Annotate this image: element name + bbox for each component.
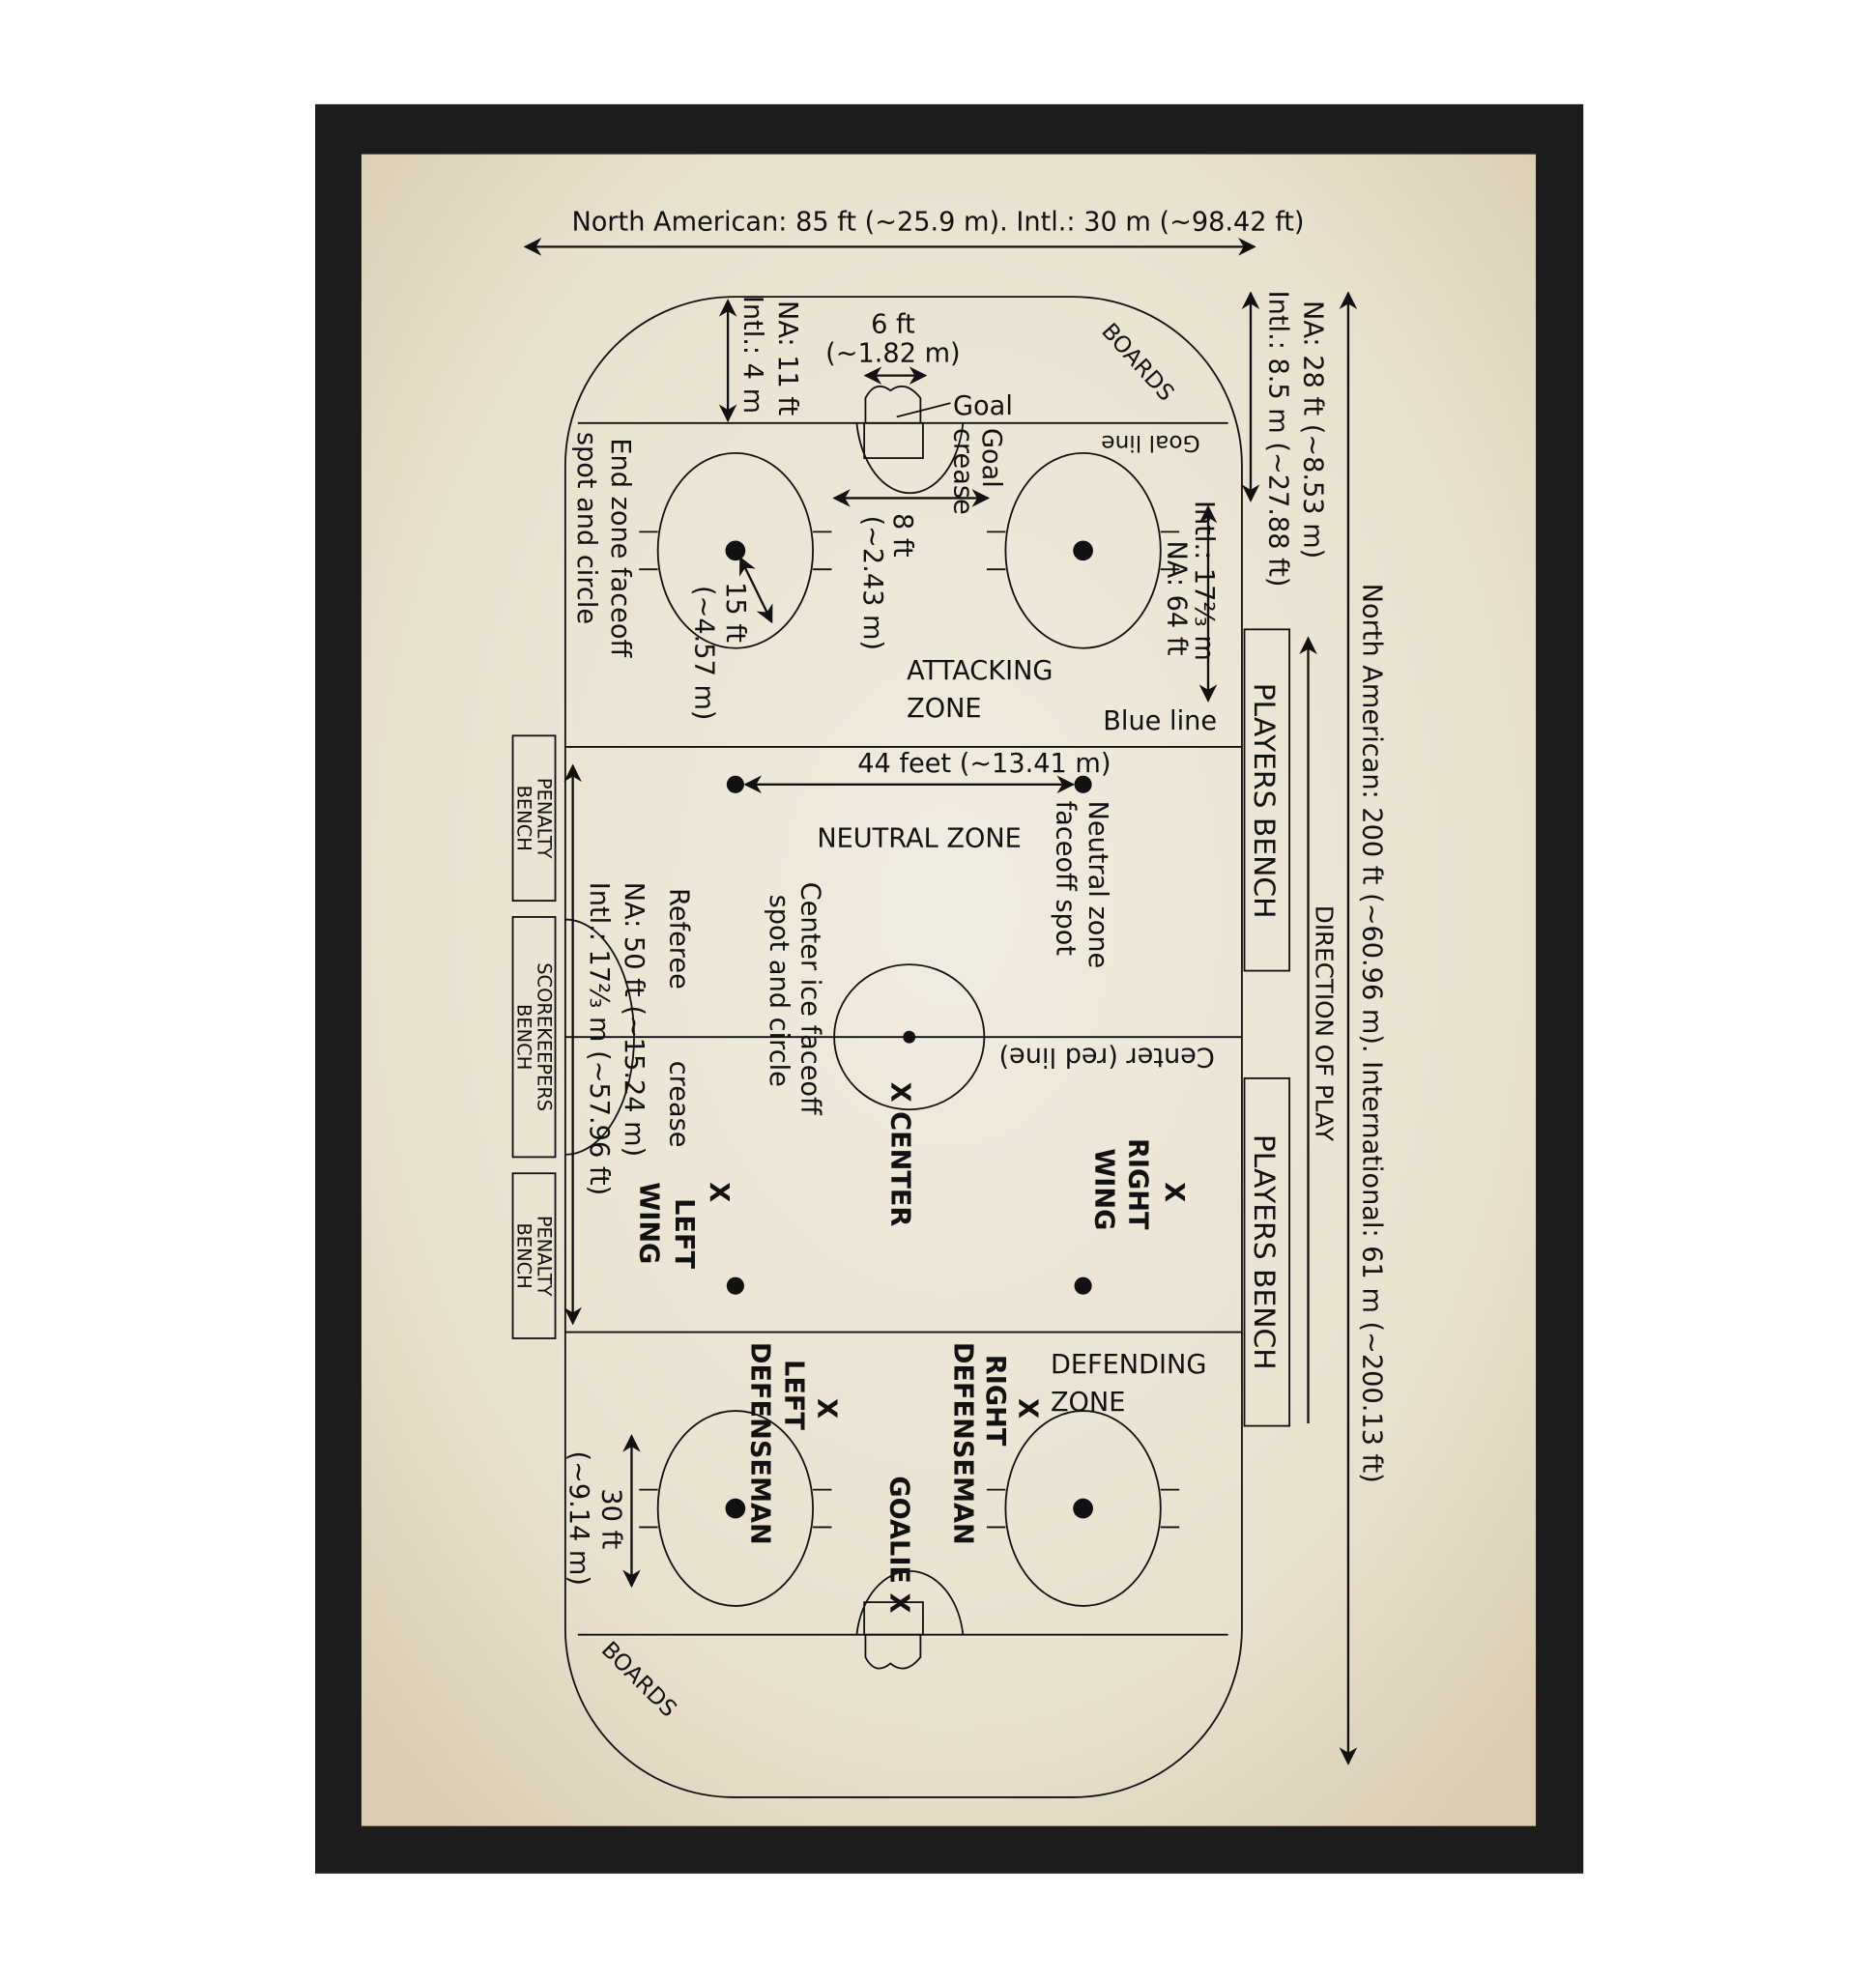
- neutral-zone-label: NEUTRAL ZONE: [817, 823, 1022, 853]
- faceoff-circle-top-left: [639, 451, 832, 649]
- neutral-intl-label: Intl.: 17⅔ m (~57.96 ft): [584, 882, 614, 1195]
- goal-line-label: Goal line: [1101, 430, 1199, 456]
- circle-diameter-label: (~9.14 m): [563, 1450, 593, 1586]
- goal-width-label: (~1.82 m): [825, 338, 960, 368]
- goal-intl-label: Intl.: 4 m: [737, 296, 767, 414]
- width-label: North American: 85 ft (~25.9 m). Intl.: …: [571, 208, 1304, 238]
- blue-na-label: NA: 64 ft: [1162, 540, 1192, 655]
- penalty-bench-label: BENCH: [513, 1222, 535, 1288]
- goal-width-label: 6 ft: [871, 310, 915, 340]
- goal-na-label: NA: 11 ft: [772, 301, 802, 416]
- direction-of-play-label: DIRECTION OF PLAY: [1310, 905, 1338, 1142]
- goal-crease-label: Goal: [976, 428, 1006, 488]
- referee-crease-label: crease: [664, 1061, 694, 1148]
- goal-crease-box-top: [863, 421, 924, 459]
- center-line-label: Center (red line): [998, 1042, 1214, 1072]
- right-defenseman-label: RIGHT: [980, 1355, 1010, 1447]
- neutral-zone-dots: [726, 775, 1092, 1295]
- crease-width-label: 8 ft: [887, 513, 917, 558]
- corner-intl-label: Intl.: 8.5 m (~27.88 ft): [1262, 291, 1292, 588]
- referee-crease: [564, 918, 635, 1156]
- neutral-na-label: NA: 50 ft (~15.24 m): [619, 882, 649, 1158]
- players-bench-label: PLAYERS BENCH: [1247, 683, 1281, 919]
- penalty-bench-2: [511, 1172, 557, 1339]
- blue-intl-label: Intl.: 17⅔ m: [1189, 501, 1219, 661]
- players-bench-1: [1243, 628, 1291, 972]
- right-wing-label: WING: [1089, 1148, 1119, 1230]
- faceoff-circle-bottom-right: [986, 1410, 1180, 1607]
- defending-zone-label: ZONE: [1051, 1388, 1125, 1418]
- right-wing-x: X: [1159, 1182, 1189, 1202]
- goal-net-top: [864, 385, 922, 423]
- end-zone-label: spot and circle: [571, 432, 601, 624]
- penalty-bench-1: [511, 734, 557, 903]
- left-wing-x: X: [704, 1182, 734, 1202]
- center-player: X CENTER: [885, 1082, 915, 1227]
- penalty-bench-label: PENALTY: [533, 1216, 555, 1297]
- goal-crease-label: crease: [947, 428, 977, 515]
- attacking-zone-label: ZONE: [907, 694, 981, 724]
- goal-pointer: [896, 402, 951, 418]
- penalty-bench-label: PENALTY: [533, 778, 555, 859]
- left-defenseman-label: LEFT: [779, 1360, 809, 1430]
- radius-arrow: [739, 556, 773, 624]
- right-defenseman-x: X: [1013, 1398, 1043, 1419]
- center-ice-label: spot and circle: [764, 895, 794, 1087]
- goal-label: Goal: [953, 391, 1013, 421]
- right-defenseman-label: DEFENSEMAN: [947, 1342, 977, 1545]
- defending-zone-label: DEFENDING: [1051, 1350, 1206, 1380]
- left-wing-label: WING: [634, 1182, 664, 1264]
- corner-na-label: NA: 28 ft (~8.53 m): [1298, 301, 1328, 559]
- radius-label: 15 ft: [720, 582, 750, 643]
- crease-width-label: (~2.43 m): [857, 516, 887, 651]
- blue-line-label: Blue line: [1103, 706, 1217, 736]
- penalty-bench-label: BENCH: [513, 786, 535, 851]
- left-defenseman-x: X: [811, 1398, 841, 1419]
- left-wing-label: LEFT: [669, 1198, 699, 1269]
- goal-net-bottom: [864, 1634, 922, 1670]
- players-bench-2: [1243, 1076, 1291, 1427]
- right-wing-label: RIGHT: [1122, 1138, 1152, 1230]
- goal-crease-box-bottom: [863, 1601, 924, 1636]
- scorekeepers-bench-label: BENCH: [513, 1004, 535, 1070]
- circle-diameter-label: 30 ft: [596, 1488, 626, 1549]
- scorekeepers-bench-label: SCOREKEEPERS: [533, 962, 555, 1111]
- center-ice-label: Center ice faceoff: [794, 882, 824, 1116]
- left-defenseman-label: DEFENSEMAN: [745, 1342, 775, 1545]
- players-bench-label: PLAYERS BENCH: [1247, 1134, 1281, 1370]
- neutral-spot-label: faceoff spot: [1050, 801, 1080, 956]
- length-label: North American: 200 ft (~60.96 m). Inter…: [1356, 584, 1386, 1483]
- center-faceoff-circle: [833, 963, 986, 1111]
- faceoff-circle-top-right: [986, 451, 1180, 649]
- referee-crease-label: Referee: [664, 888, 694, 990]
- end-zone-label: End zone faceoff: [605, 438, 635, 658]
- scorekeepers-bench: [511, 916, 557, 1159]
- radius-label: (~4.57 m): [688, 586, 718, 720]
- neutral-spot-label: Neutral zone: [1082, 801, 1112, 969]
- goalie-player: GOALIE X: [883, 1476, 913, 1613]
- faceoff-circle-bottom-left: [639, 1410, 832, 1607]
- neutral-spacing-label: 44 feet (~13.41 m): [857, 749, 1111, 779]
- attacking-zone-label: ATTACKING: [907, 656, 1053, 686]
